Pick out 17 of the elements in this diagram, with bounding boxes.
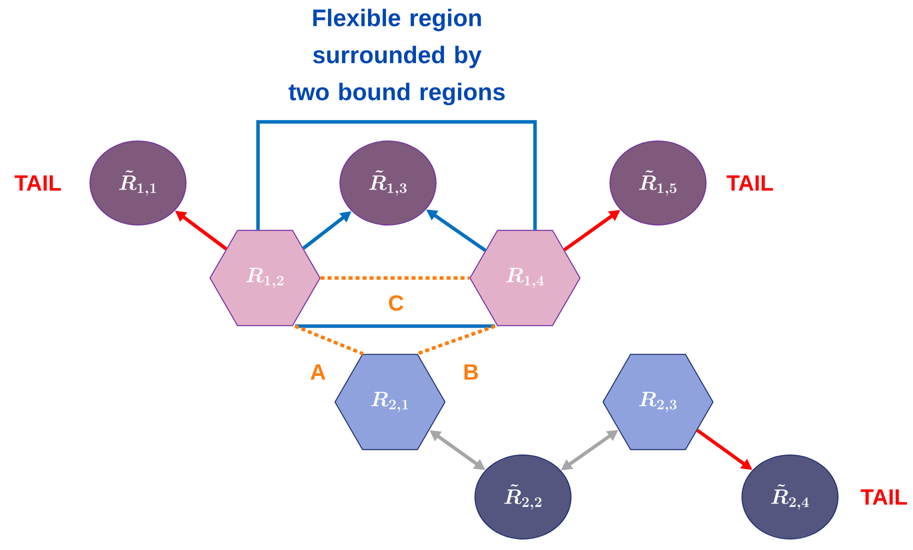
connector-line xyxy=(295,324,495,328)
edge-label: B xyxy=(462,363,480,381)
tail-label: TAIL xyxy=(726,175,773,191)
tail-label: TAIL xyxy=(860,489,907,505)
ellipse-node: $\tilde{R}_{1,1}$ xyxy=(90,140,186,226)
ellipse-node: $\tilde{R}_{2,2}$ xyxy=(474,454,572,540)
tail-label: TAIL xyxy=(14,175,61,191)
ellipse-node: $\tilde{R}_{1,5}$ xyxy=(610,140,706,226)
connector-line xyxy=(256,120,537,230)
ellipse-node: $\tilde{R}_{2,4}$ xyxy=(742,454,838,540)
dotted-line xyxy=(416,324,496,356)
title: Flexible region surrounded by two bound regions xyxy=(288,8,505,106)
edge-label: C xyxy=(387,294,405,312)
dotted-line xyxy=(294,324,364,356)
dotted-line xyxy=(320,276,470,280)
ellipse-node: $\tilde{R}_{1,3}$ xyxy=(340,140,436,226)
edge-label: A xyxy=(309,363,327,381)
